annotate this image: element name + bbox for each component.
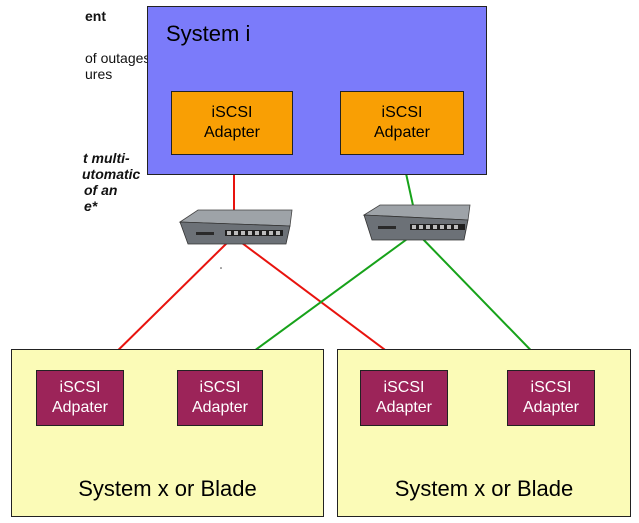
network-switch-left (178, 209, 293, 245)
blade-right-adapter-1: iSCSI Adapter (360, 370, 448, 426)
system-i-adapter-2: iSCSI Adpater (340, 91, 464, 155)
adapter-line1: iSCSI (530, 379, 572, 396)
adapter-line1: iSCSI (381, 104, 423, 121)
blade-label: System x or Blade (394, 476, 574, 501)
dot-marker (220, 267, 222, 269)
clipped-text-5: utomatic (82, 166, 141, 182)
adapter-line2: Adapter (203, 124, 261, 141)
adapter-line1: iSCSI (59, 379, 101, 396)
system-i-adapter-1: iSCSI Adapter (171, 91, 293, 155)
clipped-text-3: ures (85, 66, 113, 82)
red-link-right (237, 239, 413, 371)
clipped-text-2: of outages (85, 50, 151, 66)
green-link-right (417, 233, 551, 371)
adapter-line1: iSCSI (383, 379, 425, 396)
red-link-left (97, 239, 231, 371)
green-link-left (227, 233, 415, 371)
blade-right-adapter-2: iSCSI Adapter (507, 370, 595, 426)
adapter-line1: iSCSI (199, 379, 241, 396)
clipped-text-1: ent (85, 8, 106, 24)
adapter-line2: Adapter (375, 399, 433, 416)
adapter-line2: Adpater (51, 399, 109, 416)
network-switch-right (362, 204, 471, 241)
system-i-title: System i (166, 21, 251, 46)
clipped-text-7: e* (84, 198, 98, 214)
blade-label: System x or Blade (78, 476, 257, 501)
adapter-line2: Adapter (191, 399, 249, 416)
clipped-text-4: t multi- (83, 150, 130, 166)
adapter-line2: Adapter (522, 399, 580, 416)
blade-left-adapter-2: iSCSI Adapter (177, 370, 263, 426)
clipped-text-6: of an (84, 182, 118, 198)
adapter-line2: Adpater (373, 124, 431, 141)
adapter-line1: iSCSI (211, 104, 253, 121)
blade-left-adapter-1: iSCSI Adpater (36, 370, 124, 426)
